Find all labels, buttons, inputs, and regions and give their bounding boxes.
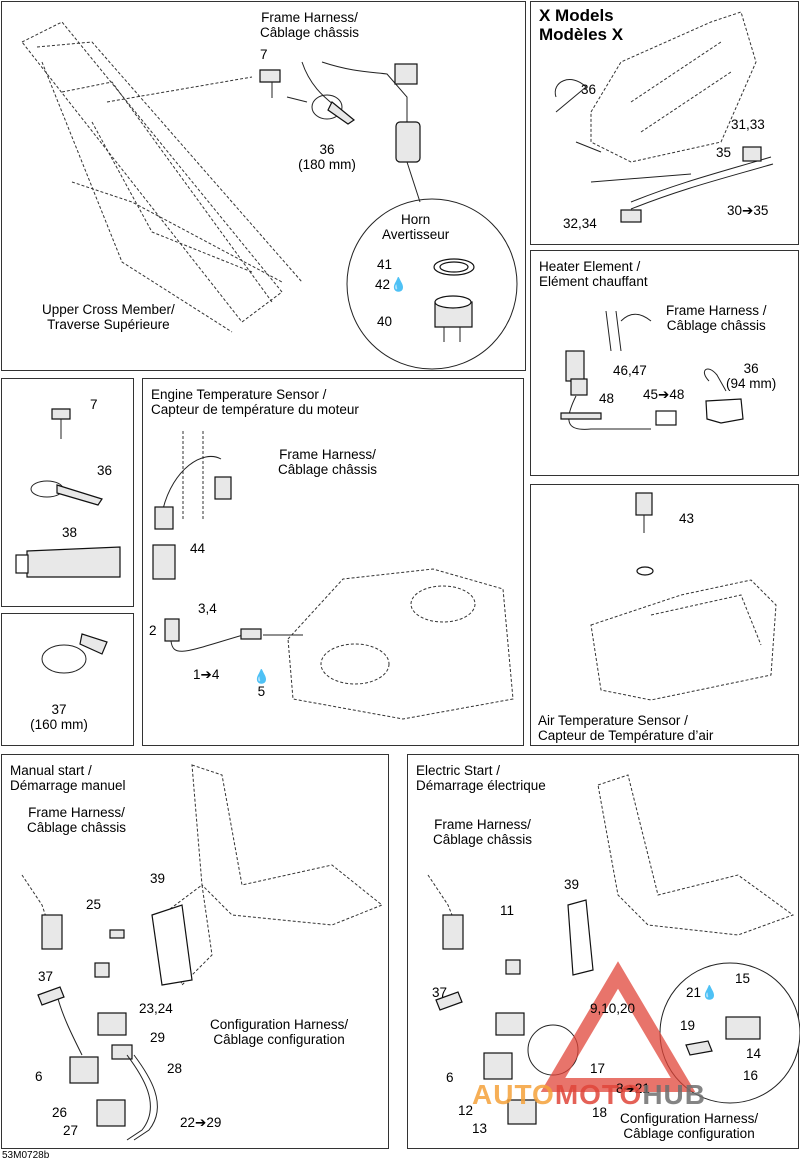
callout-41: 41: [377, 257, 393, 272]
callout-9-10-20: 9,10,20: [590, 1001, 636, 1016]
frame-horn-drawing: [21, 21, 518, 370]
frame-harness-label: Frame Harness/Câblage châssis: [27, 805, 127, 835]
manual-start-drawing: [21, 764, 383, 1141]
callout-37: 37: [38, 969, 54, 984]
callout-26: 26: [52, 1105, 68, 1120]
manual-start-title: Manual start /Démarrage manuel: [10, 763, 126, 793]
callout-45-48: 45➔48: [643, 387, 685, 402]
watermark-logo: AUTOMOTOHUB: [472, 1079, 706, 1111]
callout-46-47: 46,47: [613, 363, 647, 378]
heater-drawing: [560, 310, 744, 430]
frame-harness-label: Frame Harness /Câblage châssis: [666, 303, 767, 333]
callout-11: 11: [500, 903, 515, 918]
callout-16: 16: [743, 1068, 759, 1083]
clamp-drawing: [41, 633, 108, 674]
callout-18: 18: [592, 1105, 608, 1120]
panel-clamp: 37(160 mm): [1, 613, 134, 746]
callout-44: 44: [190, 541, 206, 556]
callout-6: 6: [446, 1070, 454, 1085]
callout-28: 28: [167, 1061, 183, 1076]
electric-start-drawing: [427, 774, 800, 1125]
engine-temp-drawing: [152, 431, 514, 720]
callout-6: 6: [35, 1069, 43, 1084]
callout-30-35: 30➔35: [727, 203, 769, 218]
callout-3-4: 3,4: [198, 601, 217, 616]
callout-36: 36(180 mm): [298, 142, 356, 172]
callout-7: 7: [90, 397, 98, 412]
callout-15: 15: [735, 971, 751, 986]
watermark-hub: HUB: [642, 1079, 706, 1110]
config-harness-label: Configuration Harness/Câblage configurat…: [620, 1111, 759, 1141]
callout-23-24: 23,24: [139, 1001, 173, 1016]
heater-title: Heater Element /Elément chauffant: [539, 259, 648, 289]
callout-25: 25: [86, 897, 102, 912]
callout-2: 2: [149, 623, 157, 638]
callout-1-4: 1➔4: [193, 667, 220, 682]
callout-42: 42💧: [375, 277, 407, 292]
watermark-moto: MOTO: [554, 1079, 643, 1110]
frame-harness-label: Frame Harness/Câblage châssis: [260, 10, 360, 40]
panel-small-parts: 7 36 38: [1, 378, 134, 607]
panel-electric-start: Electric Start /Démarrage électrique Fra…: [407, 754, 800, 1149]
drop-icon: 💧: [390, 277, 407, 292]
callout-37: 37: [432, 985, 448, 1000]
callout-31-33: 31,33: [731, 117, 765, 132]
callout-5: 💧5: [253, 669, 270, 699]
callout-48: 48: [599, 391, 615, 406]
callout-38: 38: [62, 525, 78, 540]
callout-27: 27: [63, 1123, 79, 1138]
panel-manual-start: Manual start /Démarrage manuel Frame Har…: [1, 754, 389, 1149]
drop-icon: 💧: [253, 669, 270, 684]
callout-43: 43: [679, 511, 695, 526]
callout-29: 29: [150, 1030, 166, 1045]
callout-37: 37(160 mm): [30, 702, 88, 732]
engine-temp-title: Engine Temperature Sensor /Capteur de te…: [151, 387, 359, 417]
config-harness-label: Configuration Harness/Câblage configurat…: [210, 1017, 349, 1047]
callout-7: 7: [260, 47, 268, 62]
watermark-triangle-icon: [540, 961, 696, 1092]
air-temp-drawing: [590, 492, 777, 701]
panel-engine-temp: Engine Temperature Sensor /Capteur de te…: [142, 378, 524, 746]
frame-harness-label: Frame Harness/Câblage châssis: [433, 817, 533, 847]
x-models-drawing: [554, 11, 774, 223]
panel-air-temp: 43 Air Temperature Sensor /Capteur de Te…: [530, 484, 799, 746]
callout-36: 36: [97, 463, 113, 478]
callout-19: 19: [680, 1018, 696, 1033]
frame-harness-label: Frame Harness/Câblage châssis: [278, 447, 378, 477]
panel-heater: Heater Element /Elément chauffant Frame …: [530, 250, 799, 476]
watermark-auto: AUTO: [472, 1079, 555, 1110]
callout-40: 40: [377, 314, 393, 329]
callout-21: 21💧: [686, 985, 718, 1000]
callout-36: 36(94 mm): [726, 361, 777, 391]
panel-frame-horn: Frame Harness/Câblage châssis 7 36(180 m…: [1, 1, 526, 371]
callout-8-21: 8➔21: [616, 1081, 650, 1096]
drop-icon: 💧: [701, 985, 718, 1000]
small-parts-drawing: [15, 408, 121, 578]
callout-39: 39: [564, 877, 580, 892]
callout-32-34: 32,34: [563, 216, 597, 231]
callout-36: 36: [581, 82, 597, 97]
callout-17: 17: [590, 1061, 606, 1076]
upper-cross-label: Upper Cross Member/Traverse Supérieure: [42, 302, 175, 332]
air-temp-title: Air Temperature Sensor /Capteur de Tempé…: [538, 713, 714, 743]
callout-13: 13: [472, 1121, 488, 1136]
electric-start-title: Electric Start /Démarrage électrique: [416, 763, 546, 793]
drawing-code: 53M0728b: [2, 1150, 50, 1161]
callout-35: 35: [716, 145, 732, 160]
callout-12: 12: [458, 1103, 474, 1118]
callout-39: 39: [150, 871, 166, 886]
callout-14: 14: [746, 1046, 762, 1061]
callout-22-29: 22➔29: [180, 1115, 222, 1130]
